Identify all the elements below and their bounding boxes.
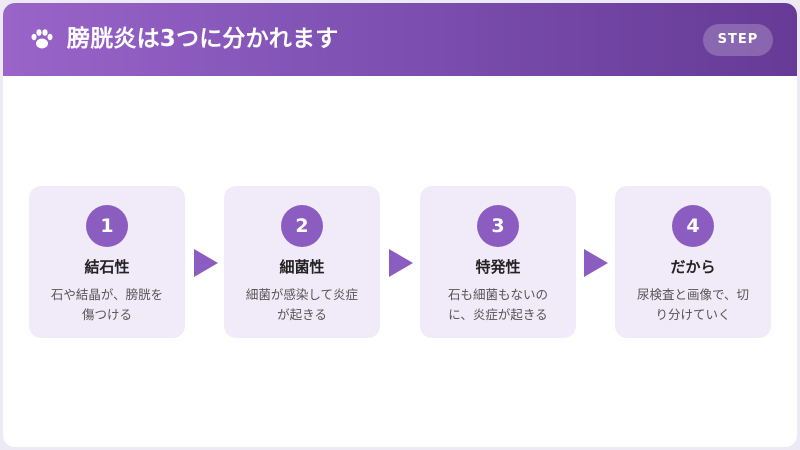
arrow-right-icon (389, 249, 413, 277)
arrow-right-icon (194, 249, 218, 277)
slide-card: 膀胱炎は3つに分かれます STEP 1 結石性 石や結晶が、膀胱を 傷つける 2… (3, 3, 797, 447)
step-description-line: に、炎症が起きる (448, 307, 548, 322)
step-description-line: 石や結晶が、膀胱を (50, 287, 164, 302)
step-number-circle: 3 (477, 205, 519, 247)
step-number-circle: 2 (281, 205, 323, 247)
arrow-right-icon (584, 249, 608, 277)
step-card-2: 2 細菌性 細菌が感染して炎症 が起きる (224, 186, 380, 338)
step-description-line: り分けていく (655, 307, 731, 322)
step-description: 石も細菌もないの に、炎症が起きる (428, 285, 568, 325)
step-description: 石や結晶が、膀胱を 傷つける (37, 285, 177, 325)
step-description: 尿検査と画像で、切 り分けていく (623, 285, 763, 325)
step-description-line: 石も細菌もないの (447, 287, 548, 302)
step-description-line: 傷つける (81, 307, 132, 322)
step-title: 細菌性 (279, 258, 325, 276)
step-description-line: 細菌が感染して炎症 (245, 287, 359, 302)
step-title: 結石性 (84, 258, 130, 276)
page-title: 膀胱炎は3つに分かれます (67, 26, 339, 52)
paw-icon (31, 29, 53, 49)
step-card-3: 3 特発性 石も細菌もないの に、炎症が起きる (420, 186, 576, 338)
step-description-line: 尿検査と画像で、切 (636, 287, 749, 302)
step-card-1: 1 結石性 石や結晶が、膀胱を 傷つける (29, 186, 185, 338)
step-card-4: 4 だから 尿検査と画像で、切 り分けていく (615, 186, 771, 338)
step-flow: 1 結石性 石や結晶が、膀胱を 傷つける 2 細菌性 細菌が感染して炎症 が起き… (3, 3, 797, 447)
step-number-circle: 4 (672, 205, 714, 247)
step-description-line: が起きる (277, 307, 327, 322)
step-title: 特発性 (475, 258, 521, 276)
step-description: 細菌が感染して炎症 が起きる (232, 285, 372, 325)
step-title: だから (670, 258, 716, 276)
step-number-circle: 1 (86, 205, 128, 247)
header-bar: 膀胱炎は3つに分かれます STEP (3, 3, 797, 76)
step-badge: STEP (703, 24, 773, 56)
